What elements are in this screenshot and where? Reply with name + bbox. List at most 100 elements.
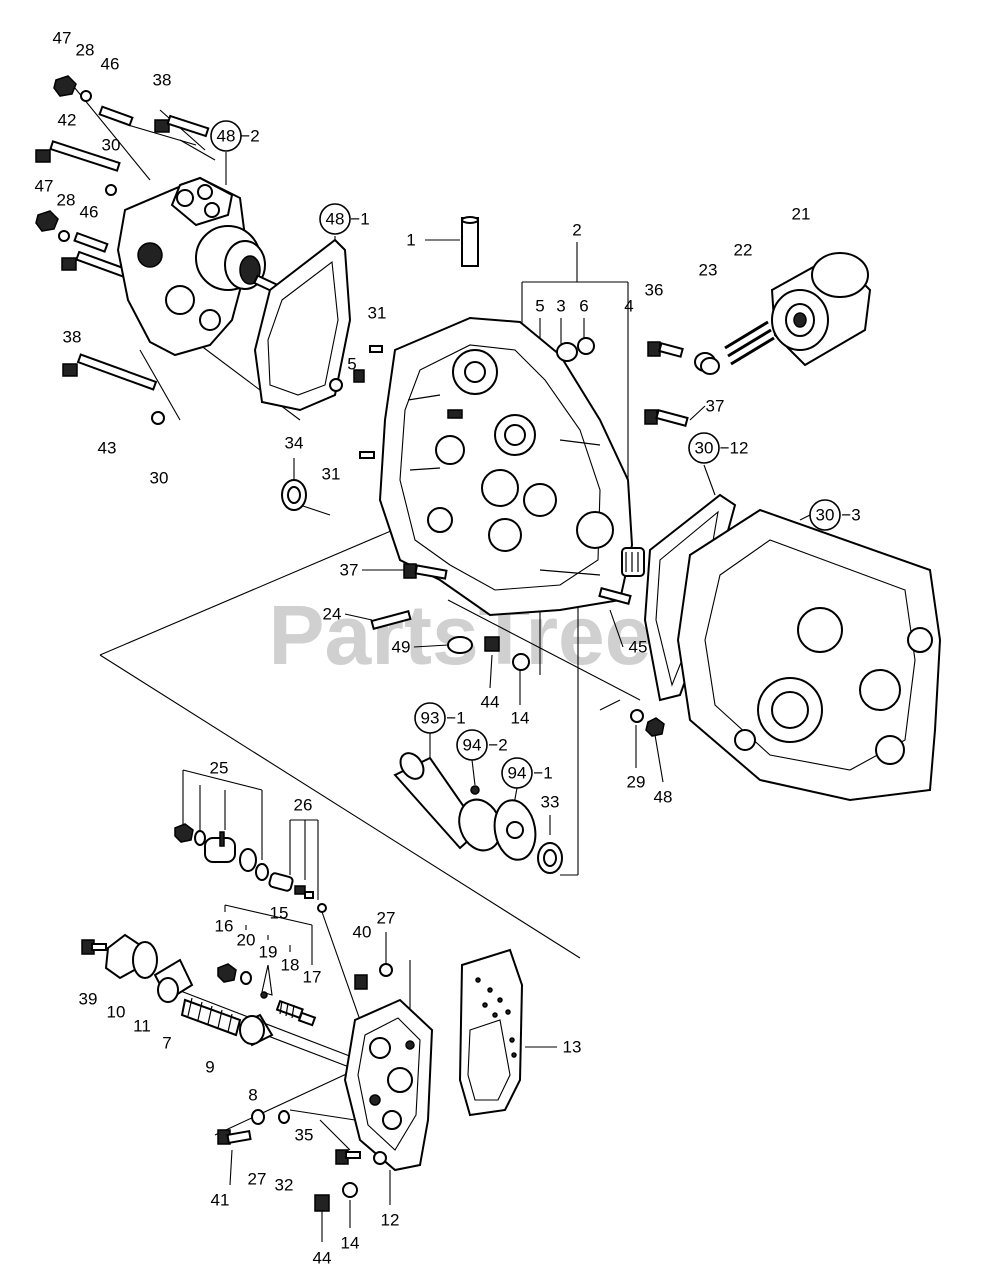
part-number-label: 44: [313, 1249, 332, 1268]
part-number-label: 46: [101, 55, 120, 74]
part-number-label: −3: [841, 506, 860, 525]
pins-22: [724, 320, 775, 366]
callout-c3: 46: [101, 55, 120, 74]
part-number-label: 21: [792, 205, 811, 224]
part-number-label: 1: [406, 231, 415, 250]
part-number-label: 12: [381, 1211, 400, 1230]
callout-c18: 5: [347, 355, 356, 374]
part-number-label: 30: [102, 136, 121, 155]
callout-c26: 4: [624, 297, 633, 316]
callout-c31: 37: [706, 397, 725, 416]
callout-c72: 12: [381, 1211, 400, 1230]
callout-c28: 23: [699, 261, 718, 280]
part-number-label: 4: [624, 297, 633, 316]
callout-c74: 14: [341, 1234, 360, 1253]
gasket-11: [132, 941, 158, 979]
callout-c70: 27: [248, 1170, 267, 1189]
part-number-label: 8: [248, 1086, 257, 1105]
callout-c14: −2: [240, 127, 259, 146]
callout-c56: 19: [259, 943, 278, 962]
callout-c29: 22: [734, 241, 753, 260]
spring-18: [275, 999, 304, 1020]
valve-group-25: [174, 823, 269, 881]
callout-c9: 46: [80, 203, 99, 222]
callout-c24: 3: [556, 297, 565, 316]
callout-c17: 31: [368, 304, 387, 323]
part-number-label: 48: [217, 127, 236, 146]
part-number-label: 31: [368, 304, 387, 323]
part-number-label: 28: [76, 41, 95, 60]
part-number-label: 48: [654, 788, 673, 807]
part-outlines: [35, 75, 942, 1212]
part-number-label: 38: [153, 71, 172, 90]
part-number-label: −2: [240, 127, 259, 146]
part-number-label: 43: [98, 439, 117, 458]
callout-c25: 6: [579, 297, 588, 316]
callout-circle: [210, 120, 242, 152]
valve-body-12: [343, 998, 434, 1172]
callout-c44: 93: [414, 702, 446, 734]
callout-c73: 44: [313, 1249, 332, 1268]
callout-c60: 40: [353, 923, 372, 942]
part-number-label: 29: [627, 773, 646, 792]
callout-c13: 48: [210, 120, 242, 152]
callout-c58: 17: [303, 968, 322, 987]
part-number-label: 42: [58, 111, 77, 130]
callout-c69: 41: [211, 1191, 230, 1210]
callout-c62: 10: [107, 1003, 126, 1022]
part-number-label: 14: [341, 1234, 360, 1253]
callout-c16: −1: [350, 210, 369, 229]
part-number-label: 28: [57, 191, 76, 210]
callout-c57: 18: [281, 956, 300, 975]
part-number-label: 18: [281, 956, 300, 975]
part-number-label: 94: [508, 764, 527, 783]
part-number-label: 35: [295, 1126, 314, 1145]
callout-circle: [319, 203, 351, 235]
part-number-label: 36: [645, 281, 664, 300]
callout-c63: 11: [133, 1017, 151, 1036]
part-number-label: 13: [563, 1038, 582, 1057]
part-number-label: 30: [695, 439, 714, 458]
callout-c15: 48: [319, 203, 351, 235]
callout-c48: 94: [501, 757, 533, 789]
part-number-label: 11: [133, 1017, 151, 1036]
part-number-label: 37: [706, 397, 725, 416]
callout-c20: 34: [285, 434, 304, 453]
gasket-48-1: [253, 238, 352, 412]
callout-c51: 25: [210, 759, 229, 778]
callout-c42: 29: [627, 773, 646, 792]
part-number-label: 20: [237, 931, 256, 950]
part-number-label: 41: [211, 1191, 230, 1210]
part-number-label: −1: [446, 709, 465, 728]
callout-c39: 44: [481, 693, 500, 712]
part-number-label: 5: [535, 297, 544, 316]
part-number-label: −1: [350, 210, 369, 229]
callout-c23: 5: [535, 297, 544, 316]
callout-c66: 8: [248, 1086, 257, 1105]
part-number-label: 16: [215, 917, 234, 936]
callout-c50: 33: [541, 793, 560, 812]
callout-c38: 49: [392, 638, 411, 657]
callout-c12: 30: [150, 469, 169, 488]
callout-c47: −2: [488, 736, 507, 755]
part-number-label: 31: [322, 465, 341, 484]
part-number-label: 14: [511, 709, 530, 728]
callout-c19: 31: [322, 465, 341, 484]
part-number-label: 93: [421, 709, 440, 728]
callout-circle: [456, 729, 488, 761]
part-number-label: 15: [270, 904, 289, 923]
part-number-label: 9: [205, 1058, 214, 1077]
part-number-label: 34: [285, 434, 304, 453]
callout-c55: 20: [237, 931, 256, 950]
transmission-housing: [378, 316, 634, 617]
callout-c7: 47: [35, 177, 54, 196]
callout-c36: 37: [340, 561, 359, 580]
part-number-label: 27: [248, 1170, 267, 1189]
part-number-label: 94: [463, 736, 482, 755]
part-number-label: 46: [80, 203, 99, 222]
callout-c1: 47: [53, 29, 72, 48]
callout-c52: 26: [294, 796, 313, 815]
spring-23: [694, 352, 720, 375]
part-number-label: 30: [150, 469, 169, 488]
callout-c35: −3: [841, 506, 860, 525]
